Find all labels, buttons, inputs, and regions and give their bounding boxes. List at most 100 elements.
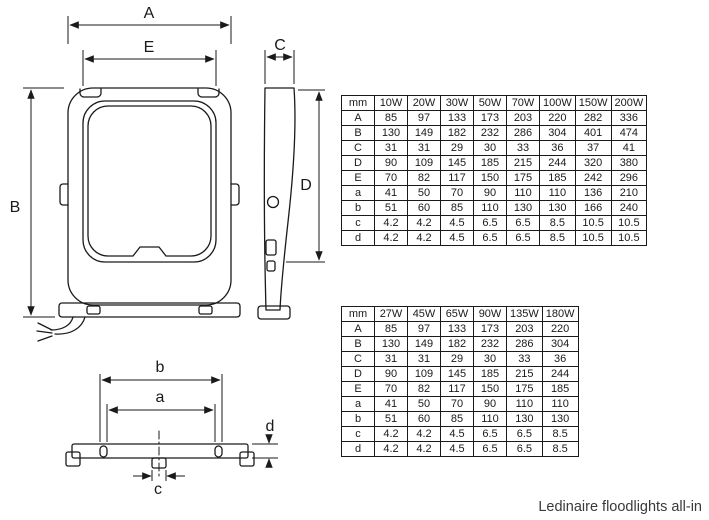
front-view-drawing: [36, 87, 241, 342]
dim-label-b: b: [156, 359, 165, 376]
value-cell: 185: [473, 366, 507, 382]
column-header-cell: 180W: [541, 306, 579, 322]
row-label-cell: E: [341, 170, 375, 186]
side-knob: [266, 195, 280, 209]
value-cell: 70: [374, 381, 408, 397]
value-cell: 336: [610, 110, 648, 126]
value-cell: 203: [506, 110, 540, 126]
value-cell: 232: [473, 336, 507, 352]
value-cell: 185: [539, 170, 576, 186]
value-cell: 8.5: [539, 230, 576, 246]
dimension-labels: A E B C D b a c d: [10, 5, 312, 498]
side-view-drawing: [257, 87, 296, 320]
value-cell: 33: [506, 140, 540, 156]
front-bracket-bar: [58, 302, 241, 318]
value-cell: 173: [473, 110, 507, 126]
value-cell: 117: [440, 170, 474, 186]
value-cell: 244: [539, 155, 576, 171]
value-cell: 130: [374, 125, 408, 141]
value-cell: 70: [374, 170, 408, 186]
column-header-cell: 70W: [506, 95, 540, 111]
value-cell: 85: [374, 321, 408, 337]
dim-label-d: d: [266, 418, 275, 435]
value-cell: 4.5: [440, 426, 474, 442]
value-cell: 175: [506, 381, 543, 397]
value-cell: 474: [610, 125, 648, 141]
value-cell: 37: [574, 140, 612, 156]
value-cell: 109: [407, 155, 441, 171]
column-header-cell: 150W: [574, 95, 612, 111]
row-label-cell: a: [341, 396, 375, 412]
value-cell: 97: [407, 110, 441, 126]
value-cell: 8.5: [541, 426, 579, 442]
value-cell: 145: [440, 155, 474, 171]
value-cell: 185: [473, 155, 507, 171]
bottom-slot-right: [214, 445, 223, 458]
value-cell: 31: [374, 351, 408, 367]
value-cell: 110: [506, 396, 543, 412]
value-cell: 130: [506, 200, 540, 216]
column-header-cell: 200W: [610, 95, 648, 111]
value-cell: 117: [440, 381, 474, 397]
value-cell: 185: [541, 381, 579, 397]
value-cell: 149: [407, 125, 441, 141]
value-cell: 320: [574, 155, 612, 171]
row-label-cell: C: [341, 140, 375, 156]
row-label-cell: A: [341, 110, 375, 126]
front-top-tab-right: [197, 88, 220, 98]
column-header-cell: 10W: [374, 95, 408, 111]
value-cell: 6.5: [506, 230, 540, 246]
value-cell: 150: [473, 381, 507, 397]
value-cell: 6.5: [473, 426, 507, 442]
value-cell: 90: [374, 155, 408, 171]
value-cell: 182: [440, 336, 474, 352]
front-cable-outer: [50, 316, 74, 331]
value-cell: 33: [506, 351, 543, 367]
value-cell: 130: [506, 411, 543, 427]
value-cell: 90: [374, 366, 408, 382]
value-cell: 97: [407, 321, 441, 337]
value-cell: 8.5: [541, 441, 579, 457]
value-cell: 60: [407, 411, 441, 427]
value-cell: 29: [440, 140, 474, 156]
value-cell: 31: [374, 140, 408, 156]
value-cell: 286: [506, 336, 543, 352]
dim-label-C: C: [274, 37, 286, 54]
page-title: Ledinaire floodlights all-in: [538, 499, 702, 515]
value-cell: 110: [506, 185, 540, 201]
value-cell: 82: [407, 381, 441, 397]
value-cell: 110: [539, 185, 576, 201]
value-cell: 130: [539, 200, 576, 216]
bottom-foot-left: [65, 451, 81, 467]
value-cell: 244: [541, 366, 579, 382]
dim-label-D: D: [300, 177, 312, 194]
column-header-cell: 65W: [440, 306, 474, 322]
row-label-cell: a: [341, 185, 375, 201]
front-cable-inner: [54, 316, 86, 335]
row-label-cell: D: [341, 366, 375, 382]
side-gland-lower: [266, 260, 276, 272]
value-cell: 4.2: [407, 215, 441, 231]
value-cell: 70: [440, 185, 474, 201]
value-cell: 4.2: [407, 230, 441, 246]
value-cell: 145: [440, 366, 474, 382]
value-cell: 203: [506, 321, 543, 337]
value-cell: 401: [574, 125, 612, 141]
row-label-cell: C: [341, 351, 375, 367]
column-header-cell: 90W: [473, 306, 507, 322]
side-gland-upper: [265, 239, 277, 256]
side-foot: [257, 305, 291, 320]
value-cell: 4.2: [374, 230, 408, 246]
value-cell: 41: [610, 140, 648, 156]
value-cell: 31: [407, 140, 441, 156]
bottom-foot-right: [239, 451, 255, 467]
